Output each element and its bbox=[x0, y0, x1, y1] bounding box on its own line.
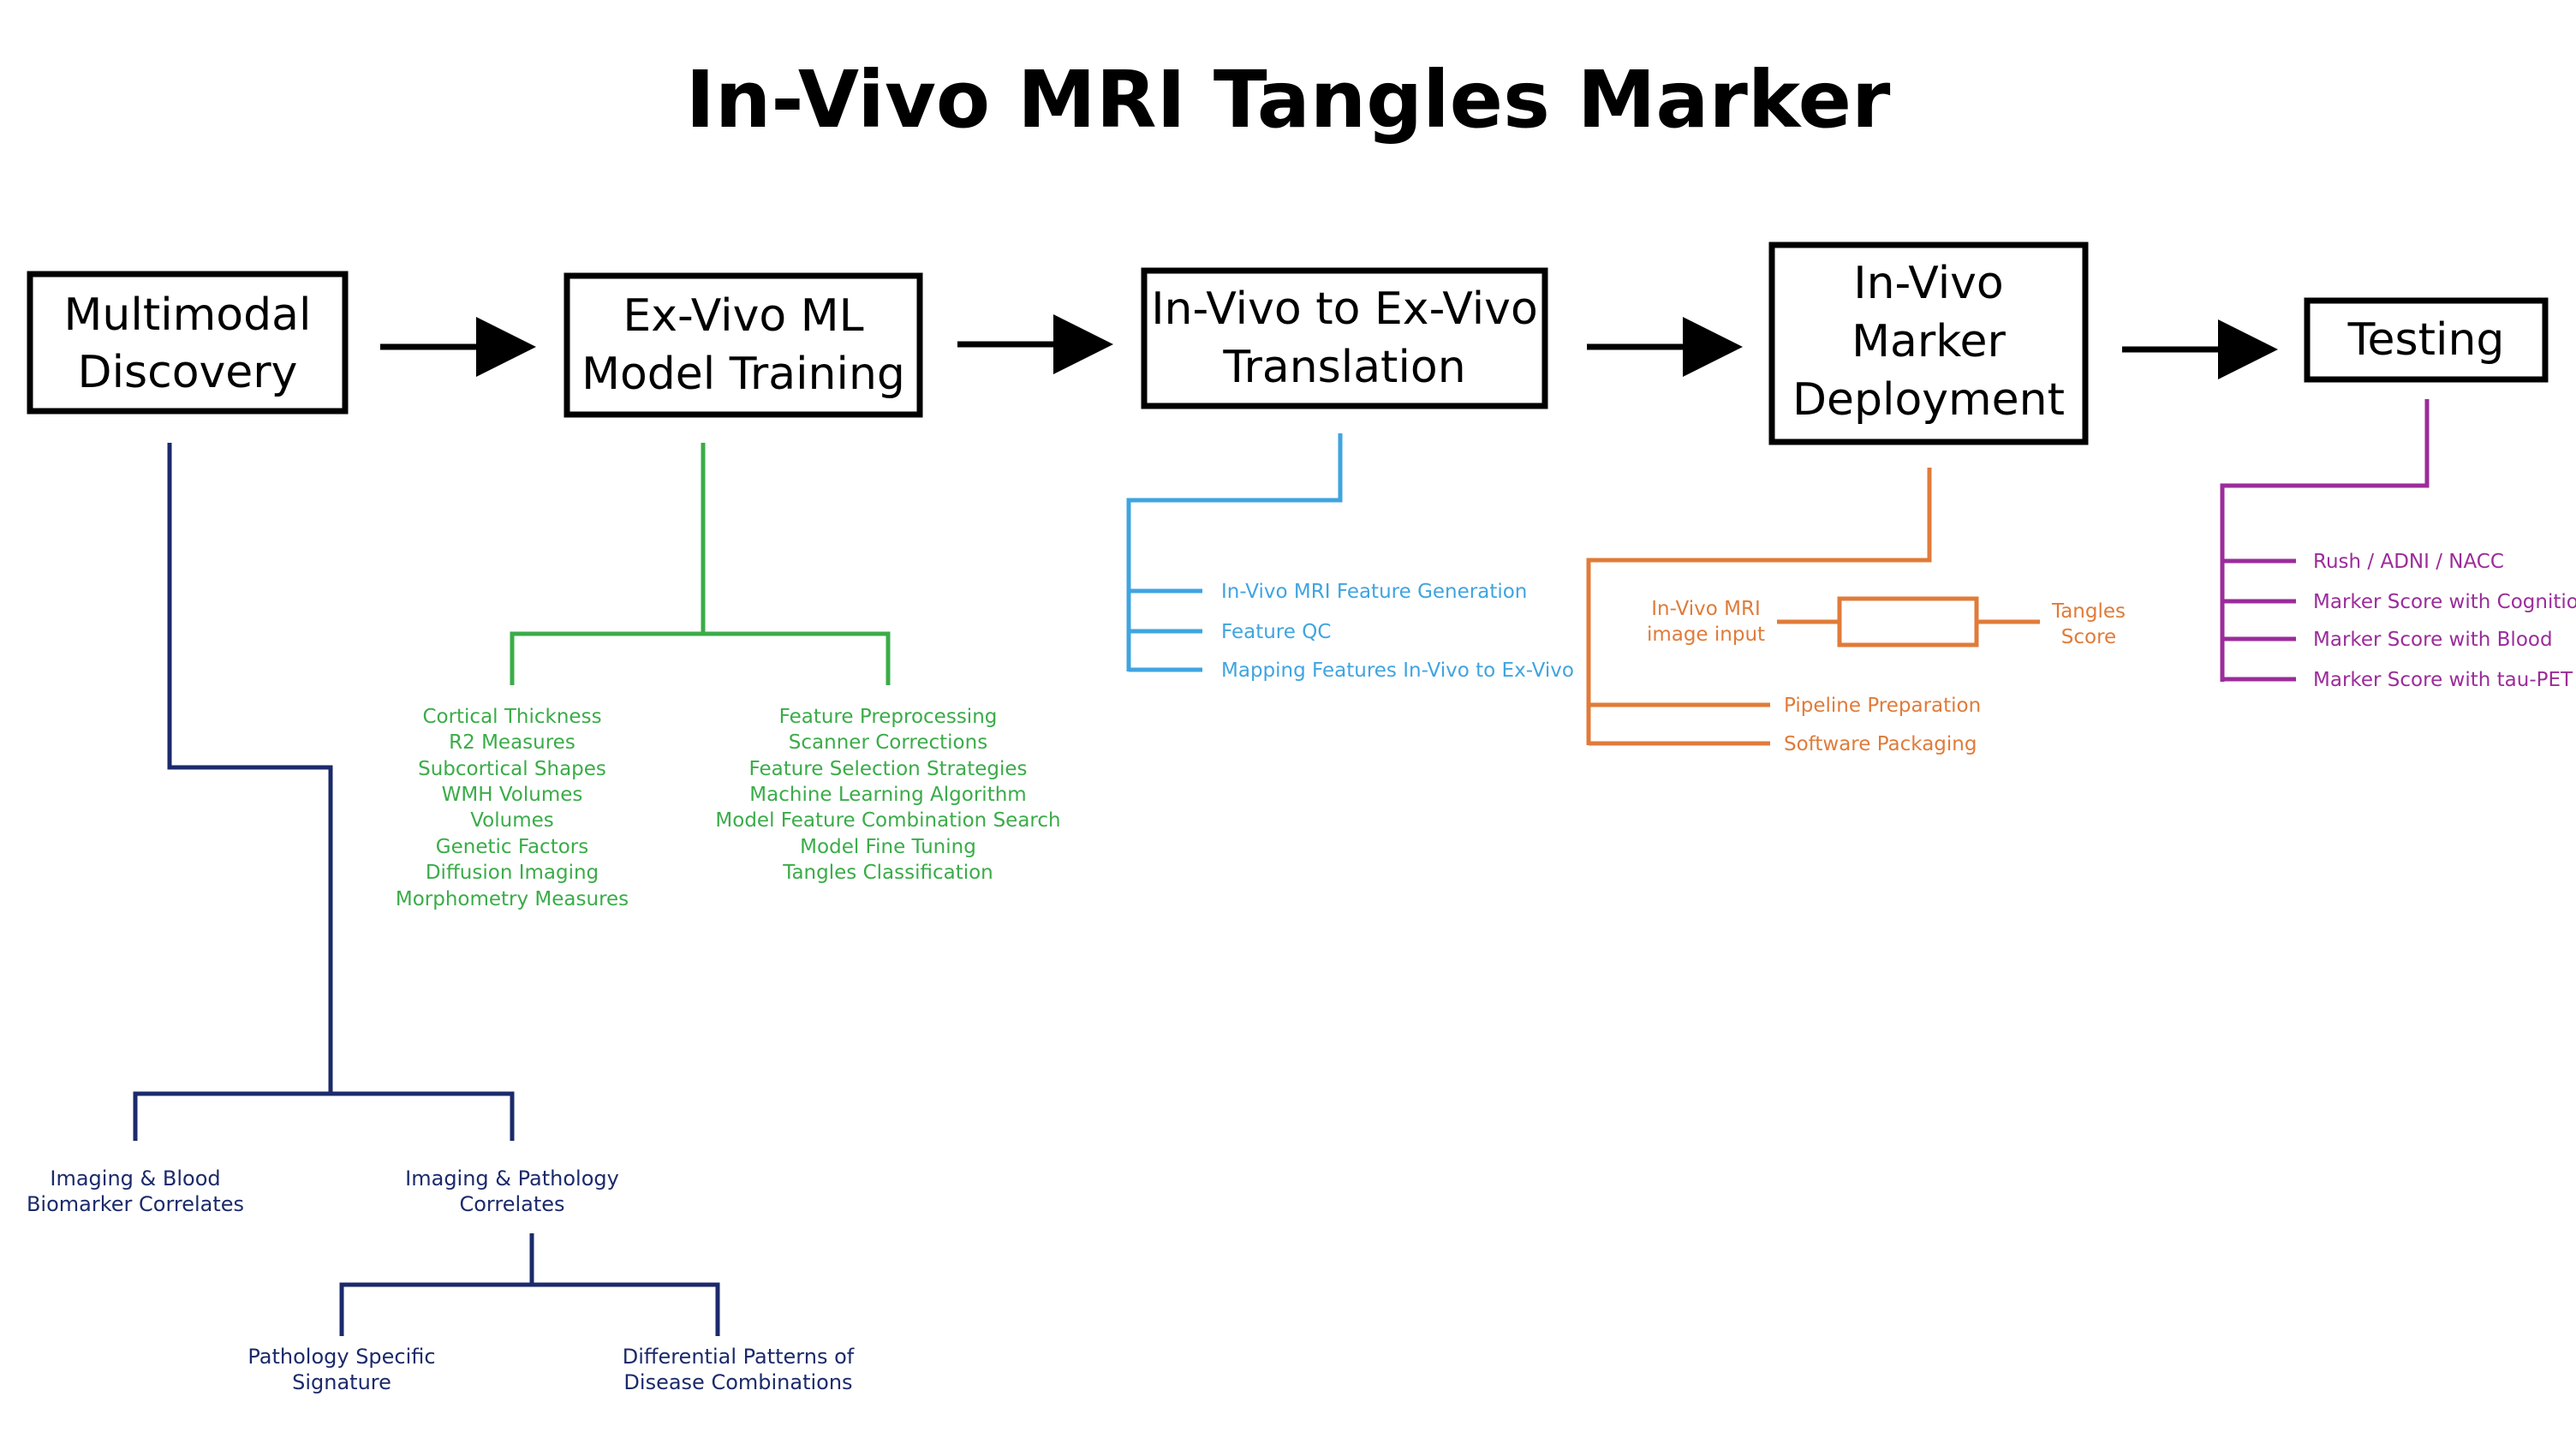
connector-line bbox=[167, 443, 333, 1094]
discovery-label: Signature bbox=[292, 1370, 391, 1394]
training-feature-item: Subcortical Shapes bbox=[418, 758, 606, 780]
testing-item: Marker Score with tau-PET bbox=[2313, 669, 2573, 691]
deployment-input-label: In-Vivo MRI bbox=[1651, 598, 1761, 620]
stage-label-line: Translation bbox=[1222, 342, 1465, 393]
training-method-item: Feature Selection Strategies bbox=[749, 758, 1028, 780]
deployment-input-label: image input bbox=[1647, 624, 1765, 646]
discovery-label: Imaging & Blood bbox=[50, 1167, 220, 1190]
training-feature-item: Diffusion Imaging bbox=[426, 862, 599, 884]
connector-line bbox=[1126, 433, 1343, 671]
deployment-labels: In-Vivo MRI image input Tangles Score Pi… bbox=[1647, 598, 2126, 755]
discovery-label: Imaging & Pathology bbox=[405, 1167, 619, 1190]
training-feature-item: WMH Volumes bbox=[442, 784, 583, 806]
marker-model-box bbox=[1837, 596, 1979, 647]
deployment-item: Pipeline Preparation bbox=[1784, 695, 1981, 717]
training-labels: Cortical Thickness R2 Measures Subcortic… bbox=[396, 706, 1061, 910]
testing-item: Rush / ADNI / NACC bbox=[2313, 551, 2504, 573]
stage-in-vivo-marker-deployment: In-Vivo Marker Deployment bbox=[1768, 242, 2089, 445]
stage-label-line: In-Vivo bbox=[1853, 258, 2003, 309]
deployment-output-label: Tangles bbox=[2051, 600, 2126, 623]
training-method-item: Model Feature Combination Search bbox=[715, 809, 1060, 832]
stage-label-line: In-Vivo to Ex-Vivo bbox=[1151, 283, 1538, 335]
stage-in-vivo-to-ex-vivo-translation: In-Vivo to Ex-Vivo Translation bbox=[1141, 267, 1548, 409]
deployment-branch bbox=[1586, 468, 2040, 746]
discovery-label: Correlates bbox=[459, 1192, 564, 1216]
connector-line bbox=[2220, 399, 2430, 682]
stage-label-line: Testing bbox=[2347, 314, 2505, 366]
deployment-output-label: Score bbox=[2061, 626, 2116, 648]
training-method-item: Scanner Corrections bbox=[789, 731, 987, 754]
stage-testing: Testing bbox=[2304, 297, 2549, 383]
discovery-label: Disease Combinations bbox=[623, 1370, 852, 1394]
stage-label-line: Marker bbox=[1852, 316, 2006, 367]
stage-multimodal-discovery: Multimodal Discovery bbox=[27, 271, 349, 415]
translation-labels: In-Vivo MRI Feature Generation Feature Q… bbox=[1221, 581, 1574, 682]
stage-label-line: Discovery bbox=[78, 347, 298, 398]
discovery-branch bbox=[133, 443, 720, 1336]
translation-item: In-Vivo MRI Feature Generation bbox=[1221, 581, 1527, 603]
testing-item: Marker Score with Blood bbox=[2313, 629, 2553, 651]
training-feature-item: Volumes bbox=[470, 809, 554, 832]
connector-line bbox=[532, 1282, 720, 1336]
discovery-label: Differential Patterns of bbox=[623, 1345, 855, 1369]
training-method-item: Feature Preprocessing bbox=[779, 706, 998, 728]
discovery-labels: Imaging & Blood Biomarker Correlates Ima… bbox=[27, 1167, 855, 1394]
training-feature-item: R2 Measures bbox=[449, 731, 575, 754]
translation-item: Mapping Features In-Vivo to Ex-Vivo bbox=[1221, 659, 1574, 682]
connector-line bbox=[133, 1091, 515, 1141]
translation-item: Feature QC bbox=[1221, 621, 1331, 643]
deployment-item: Software Packaging bbox=[1784, 733, 1977, 755]
testing-item: Marker Score with Cognition bbox=[2313, 591, 2576, 613]
connector-line bbox=[339, 1233, 534, 1336]
training-feature-item: Morphometry Measures bbox=[396, 888, 629, 910]
translation-branch bbox=[1126, 433, 1343, 672]
training-method-item: Machine Learning Algorithm bbox=[749, 784, 1026, 806]
connector-line bbox=[1586, 468, 1932, 745]
training-method-item: Tangles Classification bbox=[782, 862, 993, 884]
training-feature-item: Genetic Factors bbox=[436, 836, 588, 858]
training-branch bbox=[510, 443, 891, 685]
training-feature-item: Cortical Thickness bbox=[422, 706, 601, 728]
testing-branch bbox=[2220, 399, 2430, 682]
testing-labels: Rush / ADNI / NACC Marker Score with Cog… bbox=[2313, 551, 2576, 691]
diagram-title: In-Vivo MRI Tangles Marker bbox=[686, 54, 1891, 146]
training-method-item: Model Fine Tuning bbox=[800, 836, 976, 858]
stage-label-line: Model Training bbox=[581, 349, 905, 400]
stage-ex-vivo-ml-model-training: Ex-Vivo ML Model Training bbox=[564, 272, 923, 418]
discovery-label: Pathology Specific bbox=[247, 1345, 435, 1369]
stage-label-line: Deployment bbox=[1792, 374, 2065, 426]
connector-line bbox=[510, 631, 891, 685]
stage-label-line: Ex-Vivo ML bbox=[623, 290, 863, 342]
stage-label-line: Multimodal bbox=[64, 289, 312, 341]
discovery-label: Biomarker Correlates bbox=[27, 1192, 244, 1216]
